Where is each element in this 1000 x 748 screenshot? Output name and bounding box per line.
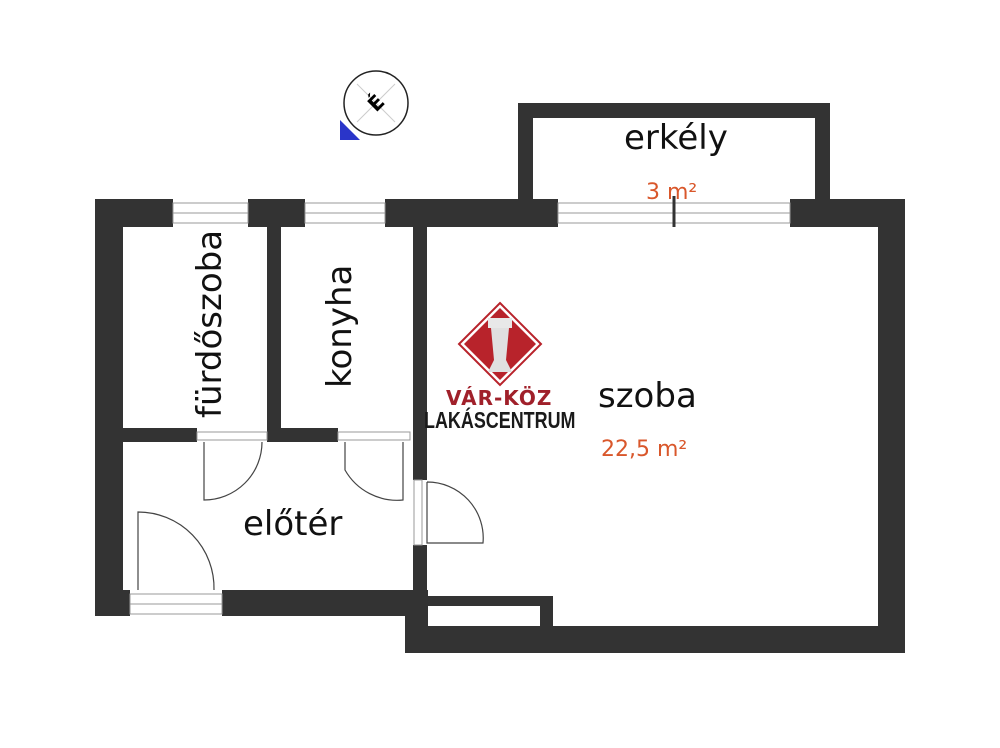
room-label-balcony: erkély [624,118,728,158]
walls [95,103,905,653]
room-label-bathroom: fürdőszoba [190,229,230,418]
room-label-hallway: előtér [243,504,343,544]
logo-emblem-icon [457,301,543,387]
logo-text-line2: LAKÁSCENTRUM [424,407,576,433]
north-marker-icon [340,120,360,140]
doors [137,441,484,591]
room-label-kitchen: konyha [320,264,360,388]
compass: É [340,70,409,140]
logo-text-line1: VÁR-KÖZ [446,386,553,410]
room-label-room: szoba [598,376,697,416]
area-room: 22,5 m² [601,437,688,462]
area-balcony: 3 m² [646,180,698,205]
